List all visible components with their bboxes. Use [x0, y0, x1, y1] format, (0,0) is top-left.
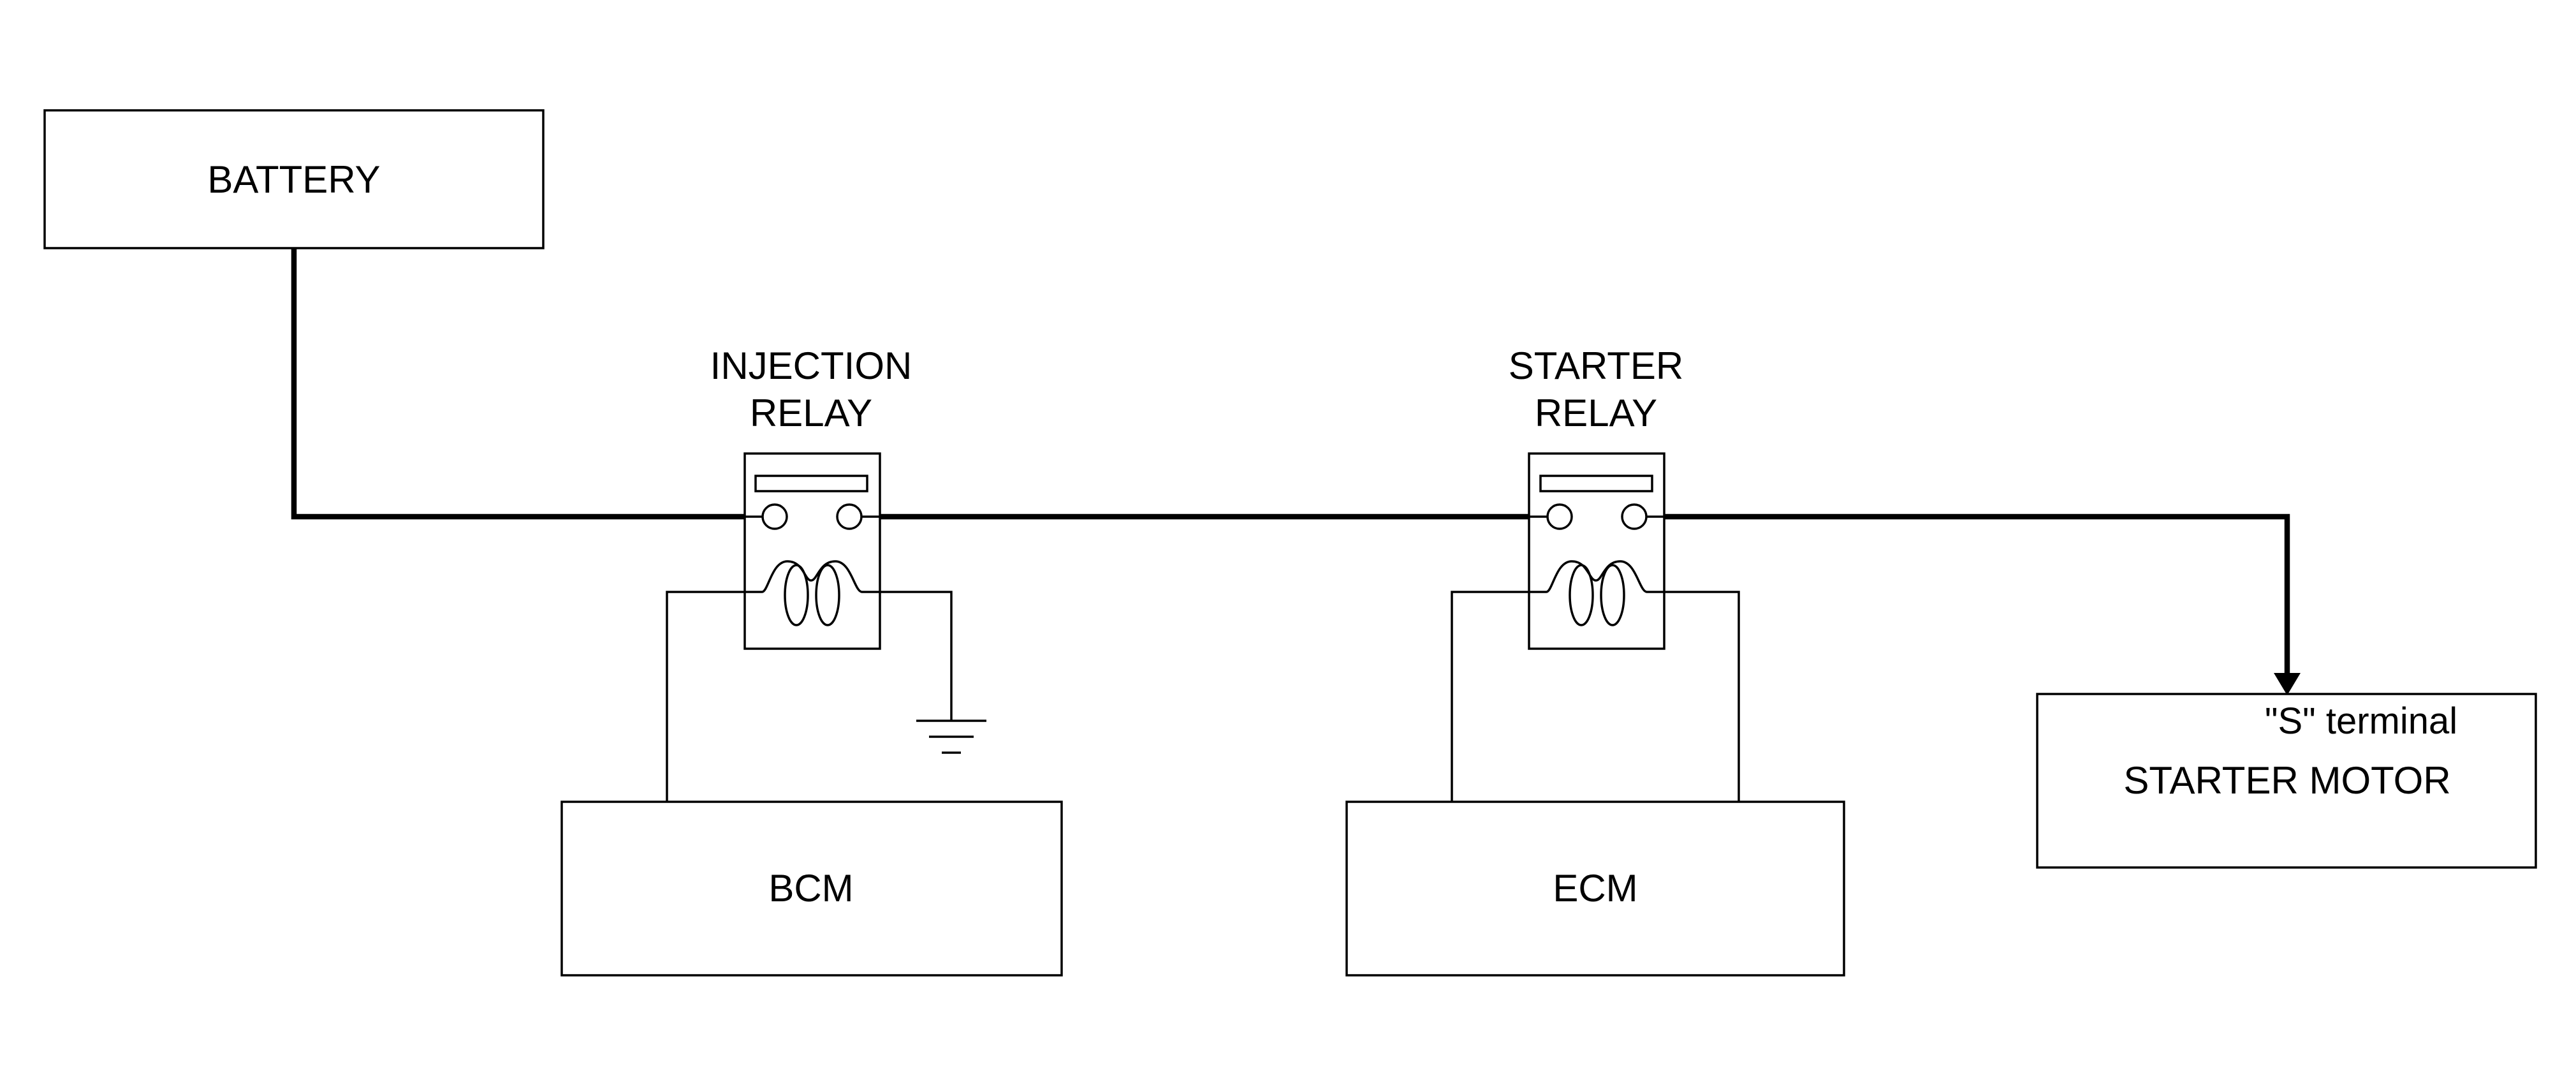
starter-relay-to-ecm-wire-left — [1451, 591, 1529, 802]
ecm-label: ECM — [1553, 867, 1637, 910]
battery-label: BATTERY — [207, 158, 380, 201]
injection-relay-contact-left — [761, 503, 788, 530]
injection-relay-to-bcm-wire — [666, 591, 745, 802]
starter-relay-contact-left — [1546, 503, 1573, 530]
ecm-block: ECM — [1345, 801, 1845, 977]
starter-motor-box — [2036, 693, 2537, 869]
starter-motor-label: STARTER MOTOR — [2123, 759, 2450, 802]
injection-relay-ground-wire — [880, 591, 953, 721]
injection-relay-contact-right — [836, 503, 863, 530]
starter-motor-block: "S" terminal STARTER MOTOR — [2036, 693, 2537, 869]
battery-box — [43, 109, 545, 249]
battery-feed-wire — [291, 248, 745, 520]
injection-relay-body — [743, 452, 881, 650]
starter-relay-label-line1: STARTER — [1509, 344, 1683, 387]
ground-symbol-icon — [916, 720, 986, 754]
starter-relay-coil-icon — [1529, 560, 1664, 626]
starter-relay-body — [1528, 452, 1665, 650]
s-terminal-label: "S" terminal — [2265, 700, 2457, 742]
injection-relay-switch-bar — [754, 475, 868, 492]
starter-relay-to-ecm-wire-right — [1664, 591, 1740, 802]
bcm-box — [560, 801, 1063, 977]
starter-relay-contact-right — [1621, 503, 1648, 530]
injection-relay-coil-icon — [745, 560, 880, 626]
starter-relay-switch-bar — [1539, 475, 1653, 492]
starter-relay-label-line2: RELAY — [1535, 392, 1657, 434]
bcm-label: BCM — [768, 867, 853, 910]
battery-block: BATTERY — [43, 109, 545, 249]
starter-relay-to-motor-wire — [1664, 513, 2290, 676]
injection-relay-label-line1: INJECTION — [710, 344, 912, 387]
starter-relay: STARTER RELAY — [1509, 344, 1683, 650]
injection-relay: INJECTION RELAY — [710, 344, 912, 650]
injection-relay-label-line2: RELAY — [750, 392, 872, 434]
s-terminal-arrow-icon — [2274, 673, 2301, 695]
bcm-block: BCM — [560, 801, 1063, 977]
ecm-box — [1345, 801, 1845, 977]
